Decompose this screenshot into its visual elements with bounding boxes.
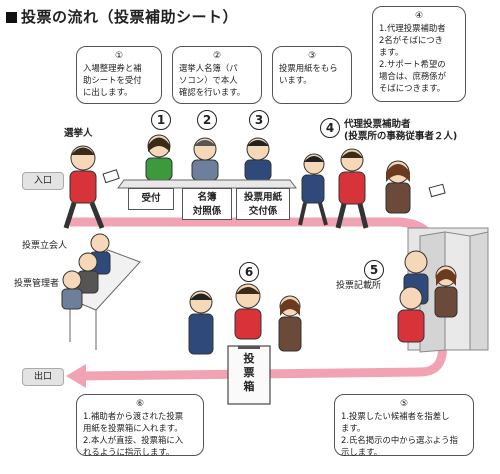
bubble-step-1: ① 入場整理券と補 助シートを受付 に出します。	[76, 46, 162, 104]
step-4-marker: 4	[320, 118, 340, 138]
bubble-line: れるように指示します。	[83, 447, 175, 457]
roll-plate-line2: 対照係	[192, 206, 222, 217]
bubble-line: 1.投票したい候補者を指差し	[341, 411, 450, 421]
bubble-number: ⑤	[399, 399, 409, 409]
ballot-box-char: 投	[243, 352, 255, 365]
ballot-plate-line1: 投票用紙	[243, 192, 282, 203]
ballot-box-char: 票	[243, 366, 255, 379]
bubble-line: います。	[279, 75, 312, 85]
bubble-step-2: ② 選挙人名簿（パ ソコン）で本人 確認を行います。	[172, 46, 262, 104]
bubble-number: ⑥	[135, 399, 145, 409]
bubble-line: 1.補助者から渡された投票	[83, 411, 184, 421]
bubble-line: 確認を行います。	[179, 87, 246, 97]
voter-label: 選挙人	[64, 128, 93, 139]
proxy-label-line2: (投票所の事務従事者２人)	[344, 131, 458, 142]
manager-label: 投票管理者	[14, 279, 60, 289]
bubble-line: そばにつきます。	[379, 83, 446, 93]
bubble-number: ④	[414, 11, 424, 21]
bubble-line: ます。	[341, 423, 366, 433]
bubble-line: 助シートを受付	[83, 75, 142, 85]
bubble-line: 場合は、庶務係が	[379, 71, 446, 81]
proxy-helpers-figure	[298, 148, 446, 229]
bubble-line: 2.本人が直接、投票箱に入	[83, 435, 184, 445]
bubble-line: 1.代理投票補助者	[379, 23, 446, 33]
bubble-step-4: ④ 1.代理投票補助者 2名がそばにつき ます。 2.サポート希望の 場合は、庶…	[372, 6, 466, 102]
bubble-number: ③	[307, 51, 317, 61]
ballot-issue-plate: 投票用紙 交付係	[236, 188, 290, 220]
page-title: 投票の流れ（投票補助シート）	[6, 6, 238, 27]
bubble-number: ①	[114, 51, 124, 61]
bubble-line: 示します。	[341, 447, 383, 457]
bubble-number: ②	[212, 51, 222, 61]
witness-label: 投票立会人	[22, 241, 68, 251]
step-6-marker: 6	[239, 262, 259, 282]
bubble-line: 投票用紙をもら	[279, 63, 338, 73]
step-1-marker: 1	[151, 110, 171, 130]
step-2-marker: 2	[197, 110, 217, 130]
roll-plate-line1: 名簿	[197, 192, 217, 203]
ballot-staff-figure	[244, 137, 272, 181]
reception-plate: 受付	[128, 188, 174, 210]
ballot-box-label: 投 票 箱	[228, 352, 270, 394]
title-text: 投票の流れ（投票補助シート）	[21, 8, 239, 26]
booth-label: 投票記載所	[336, 281, 382, 291]
roll-check-plate: 名簿 対照係	[182, 188, 232, 220]
bubble-step-6: ⑥ 1.補助者から渡された投票 用紙を投票箱に入れます。 2.本人が直接、投票箱…	[76, 394, 204, 457]
bubble-line: 用紙を投票箱に入れます。	[83, 423, 183, 433]
step-3-marker: 3	[249, 110, 269, 130]
booth-figures	[397, 250, 458, 343]
ballot-box-area	[188, 283, 302, 405]
step-5-marker: 5	[364, 260, 384, 280]
bubble-line: 選挙人名簿（パ	[179, 63, 238, 73]
bubble-line: 入場整理券と補	[83, 63, 142, 73]
flow-arrow-top	[70, 217, 440, 252]
reception-staff-figure	[145, 134, 173, 181]
ballot-box-char: 箱	[243, 380, 255, 393]
bubble-line: 2.サポート希望の	[379, 59, 446, 69]
bubble-line: に出します。	[83, 87, 133, 97]
bubble-step-5: ⑤ 1.投票したい候補者を指差し ます。 2.氏名掲示の中から選ぶよう指 示しま…	[334, 394, 474, 457]
witness-figures	[61, 233, 111, 310]
bubble-step-3: ③ 投票用紙をもら います。	[272, 46, 352, 104]
exit-tag: 出口	[22, 368, 64, 386]
bubble-line: 2名がそばにつき	[379, 35, 443, 45]
entrance-tag: 入口	[22, 172, 64, 190]
ballot-plate-line2: 交付係	[248, 206, 278, 217]
roll-staff-figure	[191, 137, 219, 181]
bubble-line: ソコン）で本人	[179, 75, 238, 85]
proxy-label-line1: 代理投票補助者	[344, 119, 411, 130]
voter-figure	[63, 145, 120, 229]
station-tables	[117, 179, 297, 189]
bubble-line: ます。	[379, 47, 404, 57]
bubble-line: 2.氏名掲示の中から選ぶよう指	[341, 435, 458, 445]
title-square-icon	[6, 12, 17, 23]
